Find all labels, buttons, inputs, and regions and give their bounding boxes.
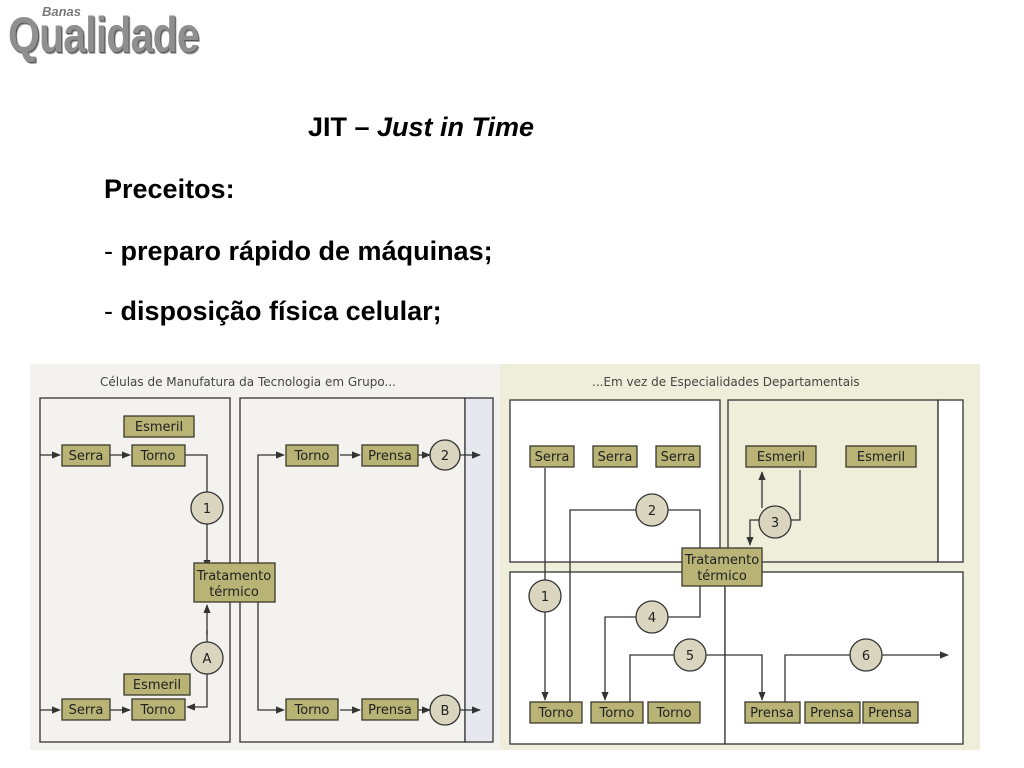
left-marker-1: 1: [190, 491, 224, 525]
title-prefix: JIT –: [308, 112, 378, 142]
svg-text:Torno: Torno: [656, 706, 692, 721]
right-marker-6: 6: [849, 638, 883, 672]
svg-text:Torno: Torno: [538, 706, 574, 721]
right-torno-2: Torno: [590, 701, 644, 724]
bullet-dash: -: [104, 296, 113, 326]
left-flow-arrows: [40, 451, 481, 714]
svg-text:Torno: Torno: [140, 449, 176, 464]
left-torno-bottom: Torno: [131, 698, 186, 721]
middle-torno-bottom: Torno: [285, 698, 339, 721]
svg-text:3: 3: [771, 516, 779, 531]
svg-text:Prensa: Prensa: [368, 449, 412, 464]
right-marker-1: 1: [528, 579, 562, 613]
right-marker-3: 3: [758, 505, 792, 539]
svg-text:Prensa: Prensa: [368, 703, 412, 718]
section-title: Preceitos:: [104, 174, 235, 204]
svg-text:B: B: [441, 704, 450, 719]
right-top-left-dept: [509, 399, 721, 563]
bullet-text: preparo rápido de máquinas;: [120, 236, 493, 266]
svg-text:Serra: Serra: [661, 450, 696, 465]
svg-text:Tratamento: Tratamento: [196, 569, 271, 584]
svg-text:térmico: térmico: [697, 569, 747, 584]
bullet-2: - disposição física celular;: [104, 296, 442, 327]
left-caption: Células de Manufatura da Tecnologia em G…: [100, 375, 396, 389]
right-marker-5: 5: [673, 638, 707, 672]
svg-text:Torno: Torno: [140, 703, 176, 718]
left-torno-top: Torno: [131, 444, 186, 467]
svg-text:1: 1: [203, 502, 211, 517]
svg-text:Esmeril: Esmeril: [757, 450, 805, 465]
left-marker-2: 2: [429, 439, 461, 471]
logo-banas-text: Banas: [42, 4, 82, 19]
svg-text:1: 1: [541, 590, 549, 605]
left-serra-top: Serra: [61, 444, 111, 467]
right-prensa-3: Prensa: [862, 701, 919, 724]
svg-text:6: 6: [862, 649, 870, 664]
right-caption: ...Em vez de Especialidades Departamenta…: [592, 375, 860, 389]
svg-text:Prensa: Prensa: [810, 706, 854, 721]
right-esmeril-1: Esmeril: [745, 445, 817, 468]
right-marker-2: 2: [635, 493, 669, 527]
slide-title: JIT – Just in Time: [308, 112, 534, 143]
svg-text:4: 4: [648, 611, 656, 626]
left-marker-b: B: [429, 694, 461, 726]
right-esmeril-2: Esmeril: [845, 445, 917, 468]
middle-torno-top: Torno: [285, 444, 339, 467]
left-marker-a: A: [190, 641, 224, 675]
bullet-dash: -: [104, 236, 113, 266]
banas-qualidade-logo: Banas Qualidade: [8, 4, 238, 68]
middle-prensa-top: Prensa: [361, 444, 419, 467]
right-top-edge: [937, 399, 964, 563]
svg-text:2: 2: [441, 449, 449, 464]
svg-text:5: 5: [686, 649, 694, 664]
svg-text:Esmeril: Esmeril: [857, 450, 905, 465]
svg-text:térmico: térmico: [209, 585, 259, 600]
left-esmeril-bottom: Esmeril: [123, 673, 191, 696]
right-marker-4: 4: [635, 600, 669, 634]
left-panel-background: [30, 364, 500, 750]
logo-qualidade-text: Qualidade: [8, 7, 200, 63]
svg-text:Serra: Serra: [69, 449, 104, 464]
svg-text:Esmeril: Esmeril: [135, 420, 183, 435]
right-serra-2: Serra: [592, 445, 638, 468]
right-serra-1: Serra: [529, 445, 575, 468]
right-prensa-2: Prensa: [804, 701, 861, 724]
svg-text:Esmeril: Esmeril: [133, 678, 181, 693]
svg-text:A: A: [203, 652, 212, 667]
svg-text:Torno: Torno: [599, 706, 635, 721]
left-serra-bottom: Serra: [61, 698, 111, 721]
left-edge-frame: [464, 397, 494, 743]
svg-text:Tratamento: Tratamento: [684, 553, 759, 568]
svg-text:Torno: Torno: [294, 703, 330, 718]
right-torno-1: Torno: [529, 701, 583, 724]
middle-prensa-bottom: Prensa: [361, 698, 419, 721]
right-torno-3: Torno: [647, 701, 701, 724]
svg-text:Prensa: Prensa: [868, 706, 912, 721]
svg-text:Serra: Serra: [69, 703, 104, 718]
title-emphasis: Just in Time: [377, 112, 535, 142]
bullet-text: disposição física celular;: [120, 296, 442, 326]
svg-text:Serra: Serra: [535, 450, 570, 465]
svg-text:Serra: Serra: [598, 450, 633, 465]
svg-text:Torno: Torno: [294, 449, 330, 464]
left-esmeril-top: Esmeril: [123, 415, 195, 438]
right-prensa-1: Prensa: [744, 701, 801, 724]
bullet-1: - preparo rápido de máquinas;: [104, 236, 493, 267]
svg-text:2: 2: [648, 504, 656, 519]
right-serra-3: Serra: [655, 445, 701, 468]
svg-text:Prensa: Prensa: [750, 706, 794, 721]
jit-layout-diagram: Células de Manufatura da Tecnologia em G…: [30, 364, 980, 750]
